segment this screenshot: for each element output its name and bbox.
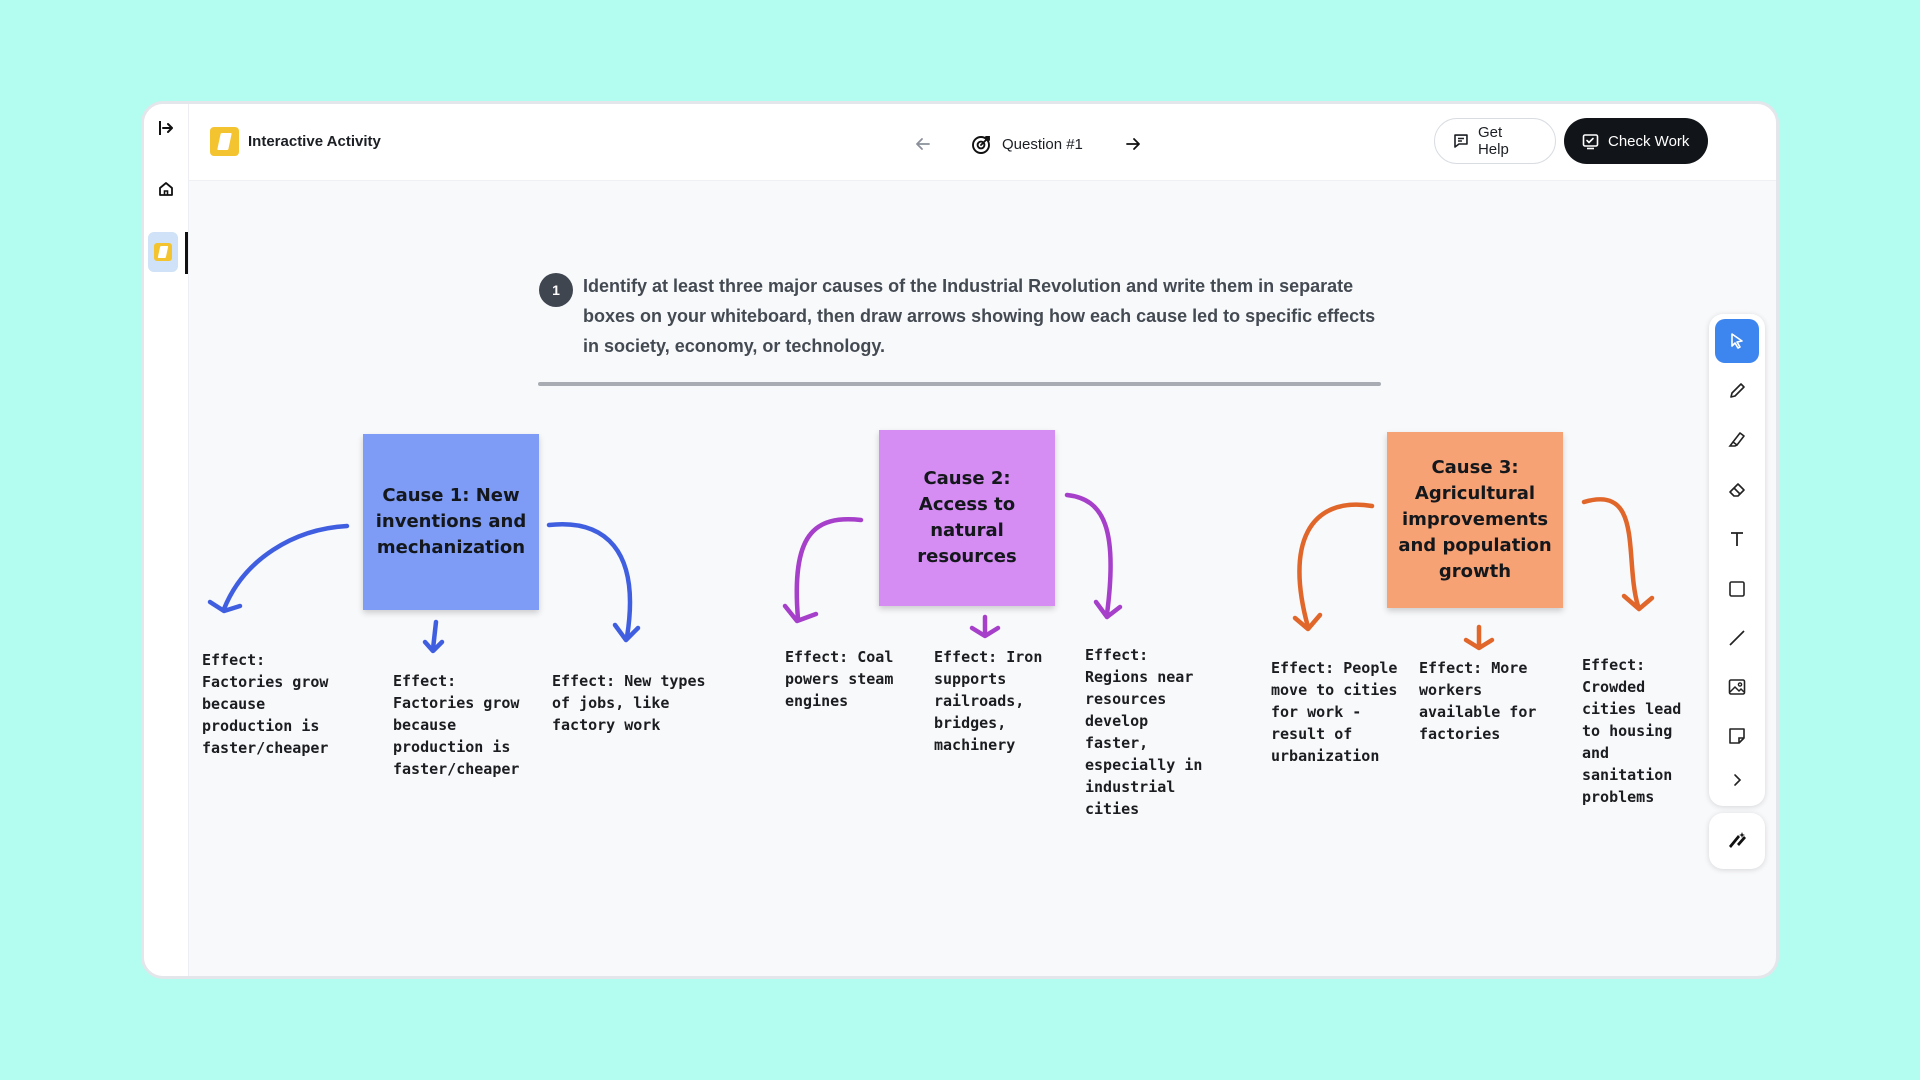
arrowhead: [1093, 599, 1123, 620]
effect-text[interactable]: Effect: Coal powers steam engines: [785, 648, 894, 710]
arrow-cause-1-effect-3: [546, 522, 633, 640]
question-prompt: 1 Identify at least three major causes o…: [539, 271, 1379, 361]
left-rail: [144, 104, 189, 976]
expand-icon[interactable]: [1715, 758, 1759, 802]
pen-icon[interactable]: [1715, 369, 1759, 413]
target-icon: [972, 136, 990, 154]
cause-note-2[interactable]: Cause 2: Access to natural resources: [879, 430, 1055, 606]
top-bar: Interactive Activity Question #1 Get Hel…: [189, 104, 1776, 181]
effect-text[interactable]: Effect: People move to cities for work -…: [1271, 659, 1398, 765]
highlighter-icon[interactable]: [1715, 418, 1759, 462]
question-number-badge: 1: [539, 273, 573, 307]
question-divider: [538, 382, 1381, 386]
arrowhead: [1292, 612, 1323, 632]
arrow-cause-2-effect-1: [794, 517, 864, 622]
arrow-cause-1-effect-2: [430, 619, 439, 652]
arrow-cause-3-effect-3: [1581, 497, 1641, 609]
home-icon[interactable]: [152, 175, 180, 203]
get-help-button[interactable]: Get Help: [1434, 118, 1556, 164]
rectangle-icon[interactable]: [1715, 567, 1759, 611]
effect-text[interactable]: Effect: Regions near resources develop f…: [1085, 646, 1203, 818]
arrowhead: [207, 599, 243, 614]
drawing-toolbar: [1709, 314, 1765, 806]
activity-logo-icon: [210, 127, 239, 156]
check-work-label: Check Work: [1608, 132, 1690, 150]
text-icon[interactable]: [1715, 517, 1759, 561]
sidebar-toggle-icon[interactable]: [152, 114, 180, 142]
app-title: Interactive Activity: [248, 133, 381, 150]
image-icon[interactable]: [1715, 665, 1759, 709]
effect-text[interactable]: Effect: More workers available for facto…: [1419, 659, 1537, 743]
effect-text[interactable]: Effect: New types of jobs, like factory …: [552, 672, 706, 734]
arrow-cause-3-effect-1: [1297, 502, 1375, 630]
screen-check-icon: [1582, 133, 1599, 149]
question-selector[interactable]: Question #1: [971, 133, 1083, 155]
effect-text[interactable]: Effect: Iron supports railroads, bridges…: [934, 648, 1043, 754]
app-window: Interactive Activity Question #1 Get Hel…: [141, 101, 1779, 979]
arrowhead: [1621, 593, 1655, 612]
arrowhead: [1463, 637, 1495, 651]
arrow-cause-2-effect-3: [1064, 492, 1113, 617]
cause-note-1[interactable]: Cause 1: New inventions and mechanizatio…: [363, 434, 539, 610]
check-work-button[interactable]: Check Work: [1564, 118, 1708, 164]
ai-assist-icon[interactable]: [1709, 813, 1765, 869]
effect-text[interactable]: Effect: Factories grow because productio…: [202, 651, 329, 757]
cause-note-3[interactable]: Cause 3: Agricultural improvements and p…: [1387, 432, 1563, 608]
select-icon[interactable]: [1715, 319, 1759, 363]
question-navigation: Question #1: [909, 130, 1147, 158]
sticky-note-icon[interactable]: [1715, 714, 1759, 758]
arrowhead: [612, 622, 641, 643]
arrowhead: [422, 639, 445, 654]
message-icon: [1454, 134, 1468, 148]
get-help-label: Get Help: [1477, 124, 1509, 158]
arrowhead: [782, 603, 819, 624]
question-text: Identify at least three major causes of …: [583, 276, 1376, 356]
eraser-icon[interactable]: [1715, 468, 1759, 512]
question-label: Question #1: [1002, 135, 1083, 153]
arrowhead: [969, 625, 1001, 639]
effect-text[interactable]: Effect: Crowded cities lead to housing a…: [1582, 656, 1682, 806]
line-icon[interactable]: [1715, 616, 1759, 660]
active-indicator: [185, 232, 188, 274]
effect-text[interactable]: Effect: Factories grow because productio…: [393, 672, 520, 778]
activity-logo-icon: [154, 243, 172, 261]
activity-nav-item[interactable]: [148, 232, 178, 272]
next-question-icon[interactable]: [1119, 130, 1147, 158]
brand: Interactive Activity: [210, 127, 381, 156]
arrow-cause-1-effect-1: [221, 523, 350, 612]
previous-question-icon[interactable]: [909, 130, 937, 158]
